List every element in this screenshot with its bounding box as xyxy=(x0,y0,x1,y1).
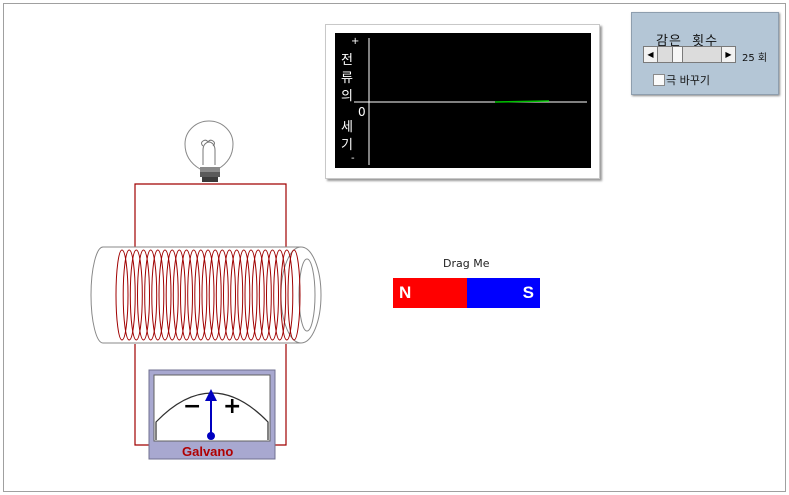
drag-me-label: Drag Me xyxy=(443,257,490,270)
galvanometer xyxy=(148,369,276,460)
coil-turn xyxy=(223,249,236,341)
turns-label: 감은 횟수 xyxy=(656,34,719,49)
simulation-stage: − + Galvano + 전 류 의 0 세 기 - 감은 횟수 ◀ ▶ 25… xyxy=(3,3,786,492)
turns-slider[interactable]: ◀ ▶ xyxy=(643,46,736,63)
coil-turn xyxy=(280,249,294,341)
galvanometer-plus-label: + xyxy=(223,394,242,419)
coil-turn xyxy=(158,249,172,341)
north-pole-label: N xyxy=(399,283,412,302)
coil-turn xyxy=(165,249,179,341)
reverse-poles-label[interactable]: 극 바꾸기 xyxy=(666,74,710,87)
coil-turn xyxy=(129,249,143,341)
control-panel: 감은 횟수 ◀ ▶ 25 회 극 바꾸기 xyxy=(631,12,779,95)
graph-ylabel-char-1: 전 xyxy=(341,53,353,68)
light-bulb-icon xyxy=(184,120,234,182)
coil-turn xyxy=(137,249,150,341)
coil-turn xyxy=(251,249,265,341)
graph-ylabel-char-3: 의 xyxy=(341,89,353,104)
coil-turn xyxy=(258,249,272,341)
graph-axes xyxy=(354,38,587,165)
galvanometer-minus-label: − xyxy=(183,394,202,419)
coil-turn xyxy=(194,249,208,341)
coil-turn xyxy=(172,249,186,341)
coil-turn xyxy=(201,249,215,341)
coil-turn xyxy=(287,249,301,341)
coil-turn xyxy=(208,249,222,341)
graph-zero-label: 0 xyxy=(358,105,366,119)
south-pole-label: S xyxy=(522,283,534,302)
coil-turn xyxy=(122,249,136,341)
magnet-south-pole[interactable]: S xyxy=(467,278,540,308)
slider-thumb[interactable] xyxy=(672,47,683,62)
circuit-drawing xyxy=(90,120,322,460)
coil-turn xyxy=(244,249,258,341)
coil-turn xyxy=(273,249,287,341)
graph-minus-label: - xyxy=(351,153,355,164)
bar-magnet[interactable]: N S xyxy=(393,278,540,308)
coil-turn xyxy=(230,249,244,341)
galvanometer-label: Galvano xyxy=(182,444,234,459)
graph-ylabel-char-2: 류 xyxy=(341,71,353,86)
current-graph-panel: + 전 류 의 0 세 기 - xyxy=(325,24,600,179)
graph-ylabel-char-5: 기 xyxy=(341,138,353,153)
reverse-poles-checkbox[interactable] xyxy=(653,74,665,86)
coil-turn xyxy=(187,249,201,341)
coil-turn xyxy=(151,249,165,341)
slider-left-arrow-icon[interactable]: ◀ xyxy=(644,47,658,62)
coil-turn xyxy=(180,249,193,341)
coil-turn xyxy=(237,249,251,341)
slider-right-arrow-icon[interactable]: ▶ xyxy=(721,47,735,62)
coil-turn xyxy=(144,249,158,341)
current-graph-screen: + 전 류 의 0 세 기 - xyxy=(335,33,591,168)
turns-value: 25 회 xyxy=(742,53,768,64)
graph-trace xyxy=(494,100,550,103)
graph-ylabel-char-4: 세 xyxy=(341,120,353,135)
coil-turn xyxy=(115,249,129,341)
coil-windings xyxy=(115,249,301,341)
circuit-wires xyxy=(134,183,287,446)
graph-plus-label: + xyxy=(351,36,360,47)
coil-turn xyxy=(266,249,279,341)
magnet-north-pole[interactable]: N xyxy=(393,278,467,308)
coil-turn xyxy=(215,249,229,341)
